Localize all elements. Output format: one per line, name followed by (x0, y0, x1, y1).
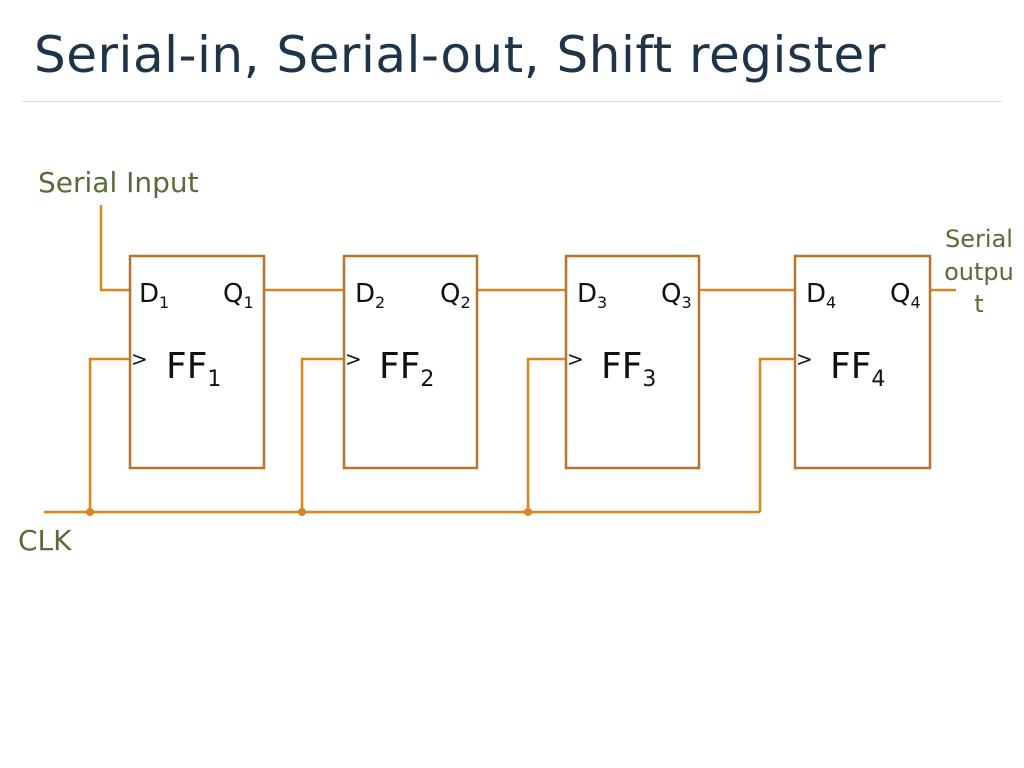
clock-input-marker: > (567, 347, 584, 371)
serial-output-label-line-3: t (974, 290, 983, 318)
q-output-label: Q1 (223, 279, 254, 312)
flip-flop-box (128, 254, 266, 470)
q-output-label: Q3 (661, 279, 692, 312)
d-input-label: D4 (806, 279, 836, 312)
serial-output-label-line-1: Serial (945, 225, 1013, 253)
d-input-label: D2 (355, 279, 385, 312)
clock-tap-ff1 (88, 357, 130, 512)
clock-junction-dot (524, 508, 532, 516)
d-input-label: D3 (577, 279, 607, 312)
flip-flop-3: D3 Q3 > FF3 (564, 254, 701, 470)
clock-input-marker: > (345, 347, 362, 371)
clock-tap-ff3 (526, 357, 566, 512)
title-divider (22, 101, 1002, 102)
flip-flop-name: FF3 (601, 346, 656, 392)
flip-flop-box (564, 254, 701, 470)
serial-input-wire (99, 205, 130, 292)
flip-flop-box (793, 254, 932, 470)
flip-flop-1: D1 Q1 > FF1 (128, 254, 266, 470)
slide-title: Serial-in, Serial-out, Shift register (34, 26, 886, 84)
flip-flop-box (342, 254, 479, 470)
q-output-label: Q4 (890, 279, 921, 312)
d-input-label: D1 (139, 279, 169, 312)
flip-flop-name: FF1 (166, 346, 221, 392)
serial-output-label-line-2: outpu (944, 258, 1014, 286)
flip-flop-name: FF2 (379, 346, 434, 392)
clock-tap-ff2 (300, 357, 344, 512)
clock-input-marker: > (796, 347, 813, 371)
clk-label: CLK (18, 524, 72, 557)
flip-flop-name: FF4 (830, 346, 885, 392)
clock-input-marker: > (131, 347, 148, 371)
q-output-label: Q2 (440, 279, 471, 312)
flip-flop-4: D4 Q4 > FF4 (793, 254, 932, 470)
clock-junction-dot (86, 508, 94, 516)
serial-input-label: Serial Input (38, 166, 199, 199)
clock-junction-dot (298, 508, 306, 516)
clock-tap-ff4 (758, 357, 795, 512)
flip-flop-2: D2 Q2 > FF2 (342, 254, 479, 470)
